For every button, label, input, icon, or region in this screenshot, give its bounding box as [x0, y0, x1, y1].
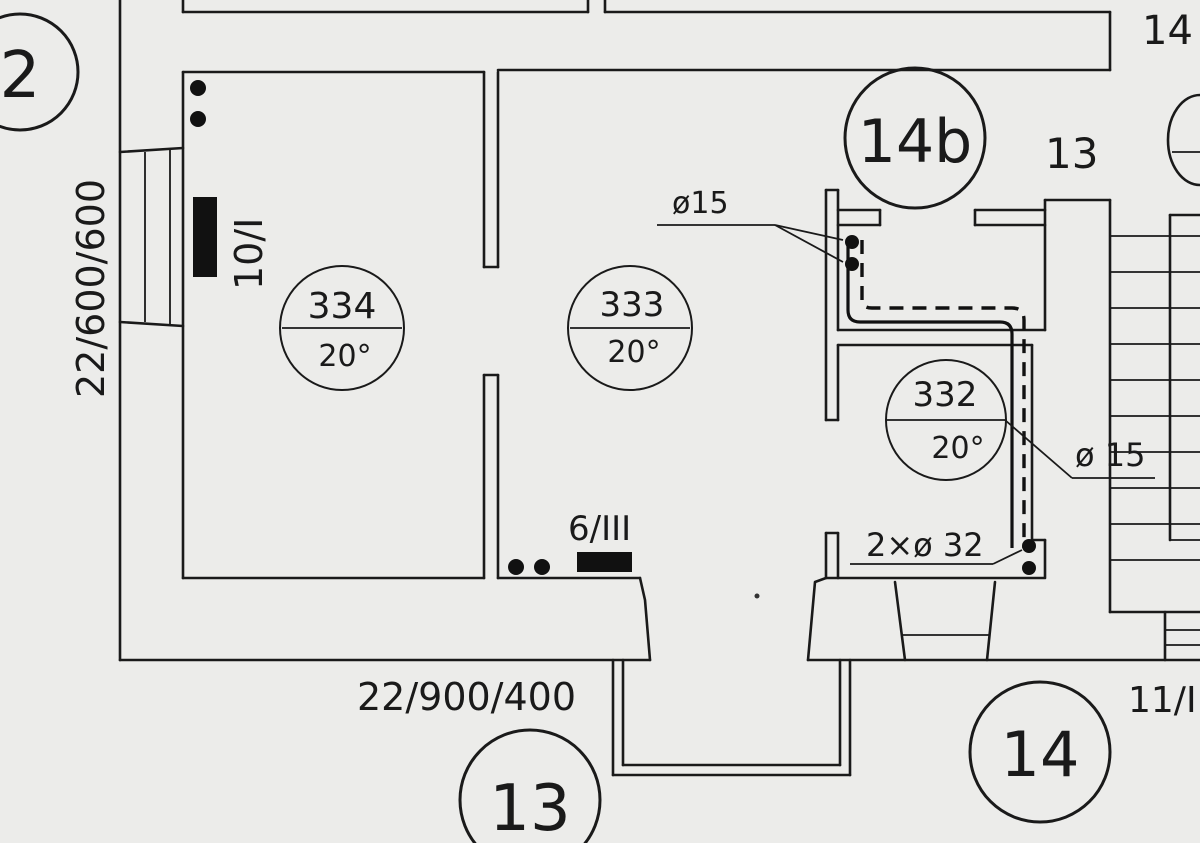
grid-marker-14: 14: [968, 680, 1112, 824]
edge-label-11: 11/I: [1128, 680, 1197, 721]
room-tag-334: 334 20°: [279, 265, 405, 391]
edge-label-13: 13: [1045, 129, 1098, 178]
leader-lines: [657, 224, 1155, 565]
staircase-treads: [1110, 235, 1200, 561]
window-dimension-bottom: 22/900/400: [357, 675, 576, 719]
room-tag-332: 332 20°: [885, 359, 1007, 481]
grid-marker-13: 13: [458, 728, 602, 843]
radiator-left-label: 10/I: [227, 218, 271, 290]
heating-pipes: [845, 235, 1036, 575]
grid-marker-2: 2: [0, 12, 80, 132]
pipe-label-upper: ø15: [672, 186, 729, 221]
pipe-label-double: 2×ø 32: [866, 526, 984, 564]
speck: [754, 593, 760, 599]
grid-marker-14b: 14b: [843, 66, 987, 210]
radiator-bottom: [577, 552, 632, 572]
edge-circle-partial: [1166, 93, 1200, 187]
svg-text:2: 2: [0, 39, 40, 113]
room-number: 334: [308, 286, 377, 327]
room-temperature: 20°: [607, 335, 660, 370]
wall-outlines: [118, 0, 1200, 777]
edge-label-14: 14: [1142, 8, 1193, 54]
room-tag-333: 333 20°: [567, 265, 693, 391]
room-number: 333: [600, 285, 665, 325]
window-dimension-left: 22/600/600: [69, 179, 113, 398]
room-temperature: 20°: [318, 339, 371, 374]
pipe-connection-dots: [190, 80, 550, 575]
svg-text:14: 14: [1001, 718, 1080, 791]
svg-text:13: 13: [489, 772, 570, 843]
svg-text:14b: 14b: [858, 107, 972, 177]
pipe-label-right: ø 15: [1075, 436, 1145, 474]
radiator-left: [193, 197, 217, 277]
radiator-bottom-label: 6/III: [568, 509, 631, 549]
room-number: 332: [913, 375, 978, 415]
room-temperature: 20°: [931, 431, 984, 466]
